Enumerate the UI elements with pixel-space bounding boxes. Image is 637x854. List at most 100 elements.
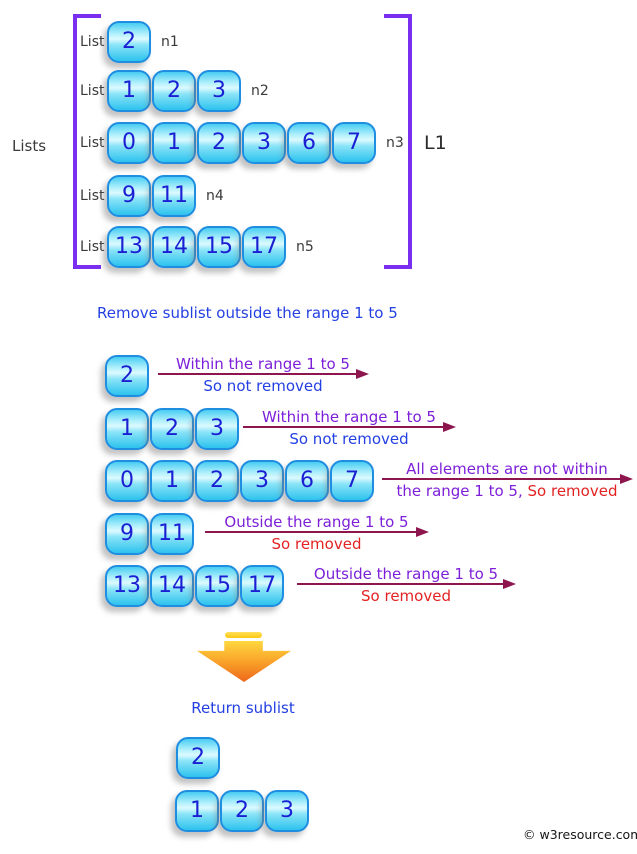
arrow-label-below: the range 1 to 5, So removed: [382, 482, 632, 500]
arrow-head-icon: [620, 474, 633, 484]
annotation-segment: the range 1 to 5,: [396, 482, 528, 500]
list-name-label: n5: [296, 239, 314, 255]
annotation-segment: Within the range 1 to 5: [262, 408, 436, 426]
list-item-box: 3: [242, 122, 286, 164]
list-item-box: 9: [105, 513, 149, 555]
annotation-segment: So removed: [271, 535, 362, 553]
list-item-box: 3: [265, 790, 309, 832]
list-name-label: n4: [206, 188, 224, 204]
arrow-line: [297, 583, 509, 585]
list-item-box: 1: [150, 460, 194, 502]
arrow-line: [158, 373, 362, 375]
arrow-label-above: Outside the range 1 to 5: [205, 513, 428, 531]
list-item-box: 9: [107, 175, 151, 217]
list-prefix-label: List: [80, 83, 105, 99]
annotation-segment: Within the range 1 to 5: [176, 355, 350, 373]
annotation-segment: Outside the range 1 to 5: [224, 513, 409, 531]
lists-outer-label: Lists: [12, 137, 47, 155]
annotated-arrow: Within the range 1 to 5 So not removed: [158, 353, 369, 399]
copyright-text: © w3resource.com: [523, 827, 637, 842]
arrow-head-icon: [356, 369, 369, 379]
list-item-box: 2: [152, 70, 196, 112]
arrow-line: [243, 426, 449, 428]
list-item-box: 14: [150, 565, 194, 607]
l1-label: L1: [424, 132, 447, 154]
list-boxes: 2: [105, 355, 150, 397]
list-item-box: 7: [332, 122, 376, 164]
list-name-label: n1: [161, 34, 179, 50]
list-item-box: 2: [105, 355, 149, 397]
list-prefix-label: List: [80, 135, 105, 151]
bracket-right: [384, 14, 412, 269]
arrow-line: [382, 478, 626, 480]
annotated-arrow: Within the range 1 to 5 So not removed: [243, 406, 456, 452]
annotation-segment: So not removed: [289, 430, 409, 448]
list-item-box: 11: [152, 175, 196, 217]
list-item-box: 14: [152, 226, 196, 268]
annotation-segment: Outside the range 1 to 5: [313, 565, 499, 583]
annotated-arrow: Outside the range 1 to 5 So removed: [205, 511, 429, 557]
list-item-box: 1: [175, 790, 219, 832]
list-item-box: 11: [150, 513, 194, 555]
annotation-segment: All elements are not within: [406, 460, 608, 478]
list-name-label: n3: [386, 135, 404, 151]
list-item-box: 2: [176, 737, 220, 779]
list-item-box: 2: [107, 21, 151, 63]
list-boxes: 2: [107, 21, 152, 63]
list-item-box: 1: [152, 122, 196, 164]
arrow-label-above: Outside the range 1 to 5: [297, 565, 515, 583]
list-item-box: 7: [330, 460, 374, 502]
annotation-segment: So removed: [527, 482, 618, 500]
list-item-box: 0: [105, 460, 149, 502]
list-item-box: 15: [197, 226, 241, 268]
annotated-arrow: All elements are not within the range 1 t…: [382, 458, 633, 504]
list-boxes: 2: [176, 737, 221, 779]
list-item-box: 2: [195, 460, 239, 502]
list-item-box: 3: [240, 460, 284, 502]
arrow-label-below: So not removed: [243, 430, 455, 448]
down-arrow-icon: [197, 641, 291, 682]
annotation-segment: So not removed: [203, 377, 323, 395]
arrow-head-icon: [443, 422, 456, 432]
list-item-box: 17: [242, 226, 286, 268]
list-item-box: 6: [285, 460, 329, 502]
instruction-text: Remove sublist outside the range 1 to 5: [97, 304, 398, 322]
list-item-box: 0: [107, 122, 151, 164]
arrow-label-below: So removed: [205, 535, 428, 553]
arrow-head-icon: [416, 527, 429, 537]
list-item-box: 13: [105, 565, 149, 607]
list-item-box: 1: [107, 70, 151, 112]
list-item-box: 3: [197, 70, 241, 112]
arrow-label-above: Within the range 1 to 5: [158, 355, 368, 373]
list-item-box: 13: [107, 226, 151, 268]
list-prefix-label: List: [80, 239, 105, 255]
arrow-head-icon: [503, 579, 516, 589]
arrow-label-above: Within the range 1 to 5: [243, 408, 455, 426]
bracket-left: [73, 14, 101, 269]
arrow-label-below: So not removed: [158, 377, 368, 395]
list-name-label: n2: [251, 83, 269, 99]
annotation-segment: So removed: [361, 587, 451, 605]
list-item-box: 6: [287, 122, 331, 164]
arrow-label-below: So removed: [297, 587, 515, 605]
list-item-box: 1: [105, 408, 149, 450]
list-item-box: 17: [240, 565, 284, 607]
list-item-box: 15: [195, 565, 239, 607]
return-sublist-label: Return sublist: [191, 699, 295, 717]
list-prefix-label: List: [80, 34, 105, 50]
down-arrow-icon: [225, 632, 262, 638]
